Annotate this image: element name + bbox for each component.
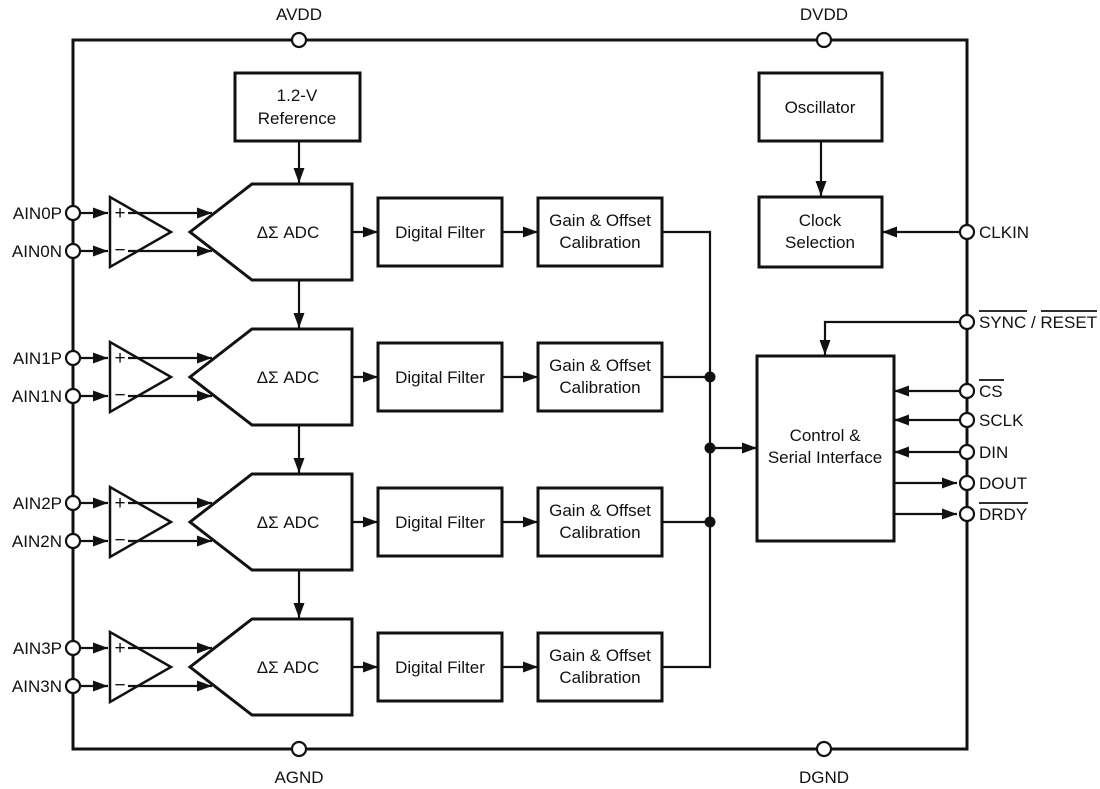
pin-label-ainp: AIN2P [13, 494, 62, 513]
pin-sclk [958, 411, 976, 429]
pin-label-ainp: AIN1P [13, 349, 62, 368]
gain-offset-label-line2: Calibration [559, 378, 640, 397]
pin-label-dout: DOUT [979, 474, 1027, 493]
gain-offset-label-line2: Calibration [559, 523, 640, 542]
digital-filter-label: Digital Filter [395, 223, 485, 242]
adc-label: ΔΣ ADC [257, 368, 319, 387]
pin-ainp [64, 204, 82, 222]
channel-1: + − AIN1P AIN1N ΔΣ ADC Digital Filter Ga… [12, 327, 711, 427]
pin-din [958, 443, 976, 461]
clock-selection-block [757, 195, 884, 269]
pin-agnd [290, 740, 308, 758]
pin-clkin [958, 223, 976, 241]
control-serial-label-line1: Control & [790, 426, 862, 445]
oscillator-label: Oscillator [785, 98, 856, 117]
adc-label: ΔΣ ADC [257, 223, 319, 242]
gain-offset-block [536, 341, 664, 413]
channel-0: + − AIN0P AIN0N ΔΣ ADC Digital Filter Ga… [12, 182, 711, 282]
pin-label-ainp: AIN3P [13, 639, 62, 658]
control-serial-label-line2: Serial Interface [768, 448, 882, 467]
pin-dvdd [815, 31, 833, 49]
pin-dout [958, 474, 976, 492]
pin-ainn [64, 242, 82, 260]
control-serial-block [755, 354, 896, 543]
digital-filter-block [376, 341, 504, 413]
amp-plus-sign: + [114, 638, 125, 659]
pin-label-agnd: AGND [274, 768, 323, 787]
gain-offset-label-line1: Gain & Offset [549, 356, 651, 375]
pin-label-ainn: AIN2N [12, 532, 62, 551]
adc-label: ΔΣ ADC [257, 658, 319, 677]
channel-2: + − AIN2P AIN2N ΔΣ ADC Digital Filter Ga… [12, 472, 711, 572]
pin-label-drdy: DRDY [979, 505, 1027, 524]
pin-sync-reset [958, 313, 976, 331]
pin-label-ainn: AIN1N [12, 387, 62, 406]
amp-triangle [108, 484, 174, 560]
pin-label-sync-reset: SYNC / RESET [979, 313, 1097, 332]
clock-selection-label-line1: Clock [799, 211, 842, 230]
amp-plus-sign: + [114, 493, 125, 514]
amp-plus-sign: + [114, 203, 125, 224]
pin-label-dgnd: DGND [799, 768, 849, 787]
gain-offset-label-line2: Calibration [559, 233, 640, 252]
amp-minus-sign: − [114, 240, 125, 261]
amp-plus-sign: + [114, 348, 125, 369]
digital-filter-block [376, 196, 504, 268]
pin-label-clkin: CLKIN [979, 223, 1029, 242]
digital-filter-label: Digital Filter [395, 368, 485, 387]
amp-triangle [108, 339, 174, 415]
gain-offset-label-line2: Calibration [559, 668, 640, 687]
pin-dgnd [815, 740, 833, 758]
amp-minus-sign: − [114, 675, 125, 696]
digital-filter-block [376, 631, 504, 703]
amp-triangle [108, 194, 174, 270]
junction-dot-ch3 [704, 516, 716, 528]
sync-text: SYNC [979, 313, 1026, 332]
gain-offset-label-line1: Gain & Offset [549, 501, 651, 520]
junction-dot-ch2 [704, 371, 716, 383]
amp-triangle [108, 629, 174, 705]
pin-ainp [64, 639, 82, 657]
digital-filter-label: Digital Filter [395, 513, 485, 532]
pin-ainn [64, 532, 82, 550]
gain-offset-block [536, 486, 664, 558]
pin-label-sclk: SCLK [979, 411, 1024, 430]
gain-offset-block [536, 631, 664, 703]
amp-minus-sign: − [114, 385, 125, 406]
digital-filter-label: Digital Filter [395, 658, 485, 677]
pin-label-cs: CS [979, 382, 1003, 401]
wire-sync-reset [819, 320, 960, 355]
pin-label-avdd: AVDD [276, 5, 322, 24]
pin-label-ainn: AIN3N [12, 677, 62, 696]
clock-selection-label-line2: Selection [785, 233, 855, 252]
pin-drdy [958, 505, 976, 523]
pin-label-dvdd: DVDD [800, 5, 848, 24]
adc-label: ΔΣ ADC [257, 513, 319, 532]
pin-ainp [64, 494, 82, 512]
amp-minus-sign: − [114, 530, 125, 551]
pin-label-ainn: AIN0N [12, 242, 62, 261]
pin-avdd [290, 31, 308, 49]
pin-label-din: DIN [979, 443, 1008, 462]
reset-text: RESET [1040, 313, 1097, 332]
gain-offset-label-line1: Gain & Offset [549, 211, 651, 230]
channel-3: + − AIN3P AIN3N ΔΣ ADC Digital Filter Ga… [12, 617, 711, 717]
reference-label-line1: 1.2-V [277, 86, 318, 105]
sync-separator: / [1026, 313, 1040, 332]
reference-label-line2: Reference [258, 109, 336, 128]
pin-label-ainp: AIN0P [13, 204, 62, 223]
reference-block [233, 71, 362, 143]
pin-ainp [64, 349, 82, 367]
pin-ainn [64, 387, 82, 405]
pin-ainn [64, 677, 82, 695]
pin-cs [958, 382, 976, 400]
gain-offset-block [536, 196, 664, 268]
gain-offset-label-line1: Gain & Offset [549, 646, 651, 665]
